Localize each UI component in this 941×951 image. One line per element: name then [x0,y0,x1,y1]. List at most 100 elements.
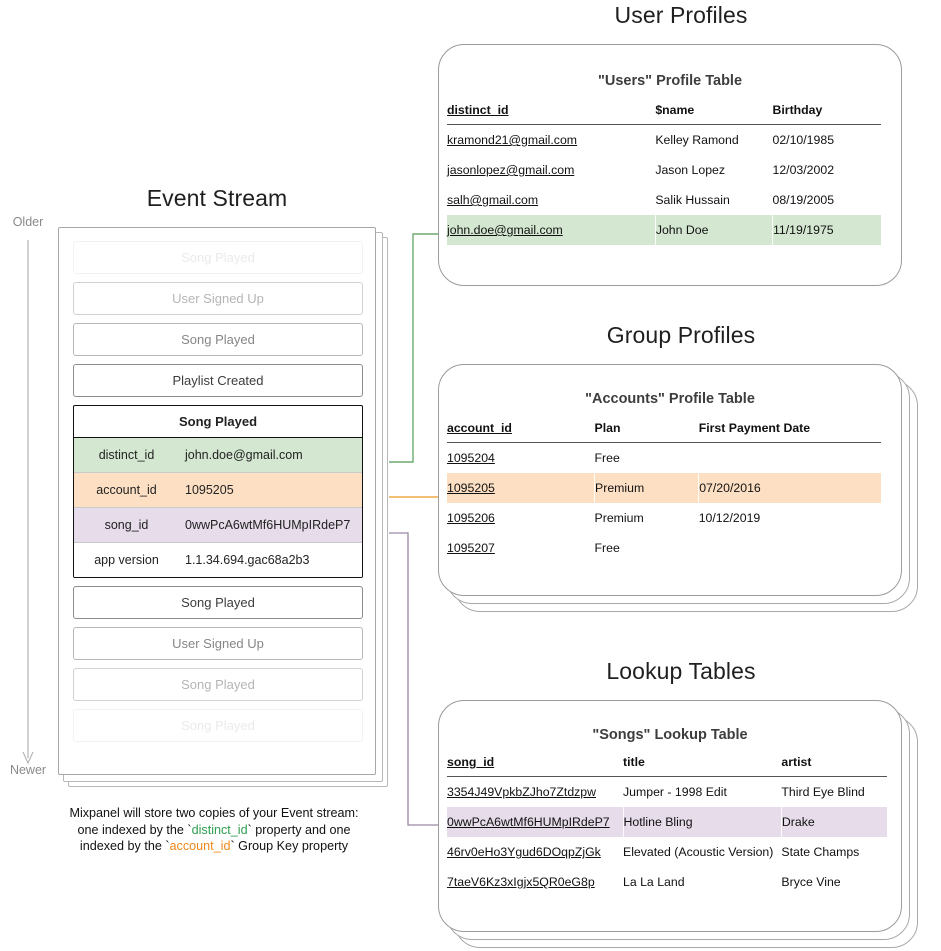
accounts-table-row-cell-account-id: 1095204 [447,443,595,474]
users-table-row-cell-birthday: 12/03/2002 [772,163,835,177]
key-value: kramond21@gmail.com [447,133,578,147]
songs-table-header-row: song_id title artist [447,755,887,777]
users-table-row-cell-birthday: 08/19/2005 [772,193,835,207]
songs-table-row-cell-song-id: 46rv0eHo3Ygud6DOqpZjGk [447,837,623,867]
accounts-table-head: account_id Plan First Payment Date [447,421,881,443]
timeline-axis: Older Newer [0,215,56,785]
accounts-table-row-cell-first-payment-date: 10/12/2019 [698,511,761,525]
event-label: User Signed Up [172,291,264,306]
songs-table: song_id title artist 3354J49VpkbZJho7Ztd… [447,755,887,897]
event-property-value: 1095205 [185,483,234,497]
key-value: john.doe@gmail.com [447,223,563,237]
event-card-below-1[interactable]: User Signed Up [73,627,363,660]
event-card-above-2[interactable]: Song Played [73,323,363,356]
lookup-tables-title: Lookup Tables [606,658,756,684]
users-table-body: kramond21@gmail.com Kelley Ramond 02/10/19… [447,125,881,245]
accounts-col-account-id: account_id [447,421,512,435]
caption-line-3: indexed by the `account_id` Group Key pr… [34,838,394,855]
users-table-row[interactable]: kramond21@gmail.com Kelley Ramond 02/10/19… [447,125,881,156]
expanded-event-name: Song Played [74,406,362,438]
songs-col-artist: artist [781,755,812,769]
users-table-row-cell-distinct-id: jasonlopez@gmail.com [447,155,655,185]
expanded-event-card[interactable]: Song Played distinct_id john.doe@gmail.co… [73,405,363,578]
songs-table-row-cell-title: Jumper - 1998 Edit [623,785,727,799]
songs-table-head: song_id title artist [447,755,887,777]
event-property-value: john.doe@gmail.com [185,448,303,462]
event-property-key: distinct_id [98,448,155,462]
event-label: Song Played [181,595,255,610]
accounts-table-row-cell-first-payment-date [699,443,881,474]
key-value: 3354J49VpkbZJho7Ztdzpw [447,785,597,799]
users-table-row-cell-birthday: 02/10/1985 [772,133,835,147]
event-property-row-song-id: song_id 0wwPcA6wtMf6HUMpIRdeP7 [74,508,362,543]
event-property-value: 1.1.34.694.gac68a2b3 [185,553,310,567]
key-value: 1095204 [447,451,495,465]
event-card-above-1[interactable]: User Signed Up [73,282,363,315]
users-table-row-cell--name: John Doe [654,215,773,245]
users-table-title: "Users" Profile Table [597,73,743,89]
users-col-name: $name [655,103,695,117]
users-table-row-cell-distinct-id: kramond21@gmail.com [447,125,655,156]
event-property-key: account_id [96,483,157,497]
key-value: 1095206 [447,511,495,525]
event-property-value: 0wwPcA6wtMf6HUMpIRdeP7 [185,518,351,532]
caption-line-2: one indexed by the `distinct_id` propert… [34,822,394,839]
caption-line-3-suffix: ` Group Key property [230,839,349,853]
users-table-row-cell-birthday: 11/19/1975 [771,215,881,245]
key-value: jasonlopez@gmail.com [447,163,575,177]
event-label: Song Played [181,718,255,733]
event-label: Playlist Created [172,373,264,388]
event-card-below-0[interactable]: Song Played [73,586,363,619]
songs-table-row-cell-title: Elevated (Acoustic Version) [623,845,774,859]
users-table-row-cell-distinct-id: john.doe@gmail.com [447,215,656,245]
accounts-table-row-cell-account-id: 1095205 [447,473,595,503]
lookup-tables-card-stack: "Songs" Lookup Table song_id title artis… [438,700,924,948]
songs-table-row-cell-song-id: 7taeV6Kz3xIgjx5QR0eG8p [447,867,623,897]
key-value: 1095205 [447,481,495,495]
users-table: distinct_id $name Birthday kramond21@gma… [447,103,881,245]
songs-table-row-cell-artist: Bryce Vine [781,875,841,889]
accounts-table-row-cell-account-id: 1095206 [447,503,595,533]
caption-line-2-suffix: ` property and one [247,822,351,837]
accounts-col-first-payment-date: First Payment Date [698,421,811,435]
event-card-below-2[interactable]: Song Played [73,668,363,701]
accounts-table-header-row: account_id Plan First Payment Date [447,421,881,443]
user-profiles-card-stack: "Users" Profile Table distinct_id $name … [438,44,924,286]
songs-col-song-id: song_id [447,755,495,769]
group-profiles-card-stack: "Accounts" Profile Table account_id Plan… [438,364,924,612]
key-value: 0wwPcA6wtMf6HUMpIRdeP7 [447,815,610,829]
users-table-row-cell--name: Kelley Ramond [655,133,739,147]
caption-line-3-prefix: indexed by the ` [79,839,170,853]
songs-table-row-cell-artist: Third Eye Blind [781,785,865,799]
songs-table-row-cell-title: Hotline Bling [622,807,782,837]
event-label: Song Played [181,332,255,347]
group-profiles-title: Group Profiles [606,322,756,348]
songs-table-row[interactable]: 3354J49VpkbZJho7Ztdzpw Jumper - 1998 Edit… [447,777,887,808]
accounts-table: account_id Plan First Payment Date 10952… [447,421,881,563]
users-table-header-row: distinct_id $name Birthday [447,103,881,125]
songs-table-row-cell-artist: State Champs [781,845,860,859]
event-card-above-3[interactable]: Playlist Created [73,364,363,397]
users-table-head: distinct_id $name Birthday [447,103,881,125]
event-card-above-0[interactable]: Song Played [73,241,363,274]
event-card-below-3[interactable]: Song Played [73,709,363,742]
event-label: Song Played [181,677,255,692]
songs-table-title: "Songs" Lookup Table [592,727,748,743]
event-property-key: song_id [104,518,149,532]
key-value: 1095207 [447,541,495,555]
